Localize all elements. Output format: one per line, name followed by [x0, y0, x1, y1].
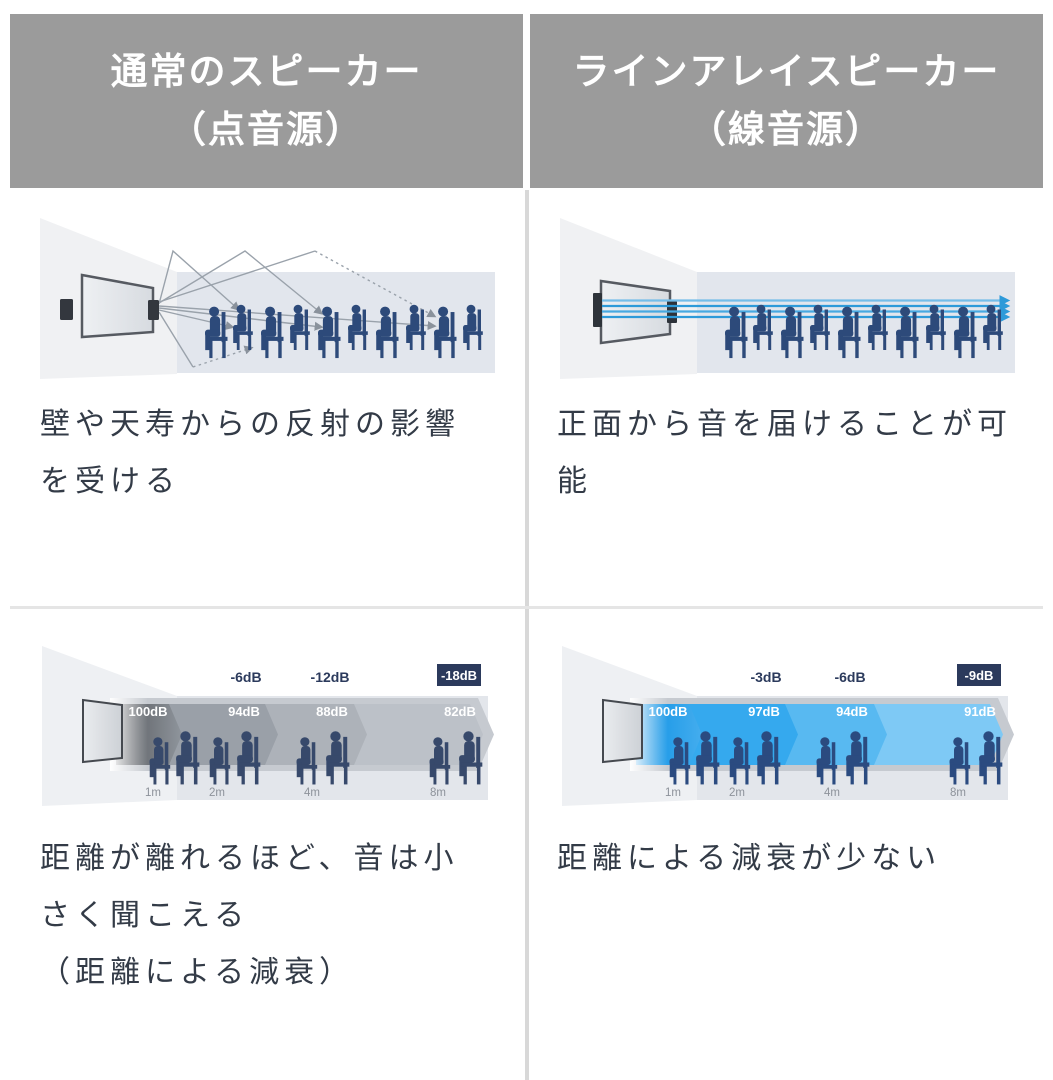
point-source-room-illustration — [40, 218, 495, 379]
delta-badge — [437, 664, 481, 686]
distance-label: 4m — [824, 787, 840, 799]
caption-line-source-bottom: 距離による減衰が少ない — [557, 830, 1037, 887]
level-label: 91dB — [964, 704, 996, 719]
delta-label: -3dB — [750, 669, 781, 685]
distance-label: 1m — [665, 787, 681, 799]
vertical-divider — [525, 190, 529, 1080]
level-label: 94dB — [836, 704, 868, 719]
caption-line: さく聞こえる — [40, 899, 250, 932]
point-source-attenuation-illustration: 100dB 94dB 88dB 82dB -6dB -12dB -18dB 1m… — [42, 646, 494, 806]
line-array-speaker-left — [593, 293, 602, 327]
floor-reflection-ray-dashed — [192, 345, 254, 368]
header-line-source: ラインアレイスピーカー （線音源） — [530, 14, 1043, 188]
delta-badge — [957, 664, 1001, 686]
header-line-source-line2: （線音源） — [689, 109, 884, 150]
delta-label: -6dB — [230, 669, 261, 685]
delta-badge-label: -18dB — [441, 668, 477, 683]
distance-label: 2m — [209, 787, 225, 799]
caption-line-source-top: 正面から音を届けることが可 能 — [557, 396, 1037, 510]
display-speaker-box — [148, 300, 159, 320]
distance-labels: 1m 2m 4m 8m — [145, 787, 446, 799]
delta-label: -12dB — [311, 669, 350, 685]
db-level-labels: 100dB 97dB 94dB 91dB — [648, 704, 995, 719]
header-point-source-line1: 通常のスピーカー — [110, 51, 423, 92]
delta-label: -6dB — [834, 669, 865, 685]
caption-line: （距離による減衰） — [40, 956, 355, 989]
display-panel — [80, 273, 155, 339]
line-source-room-illustration — [560, 218, 1015, 379]
distance-labels: 1m 2m 4m 8m — [665, 787, 966, 799]
db-delta-labels: -6dB -12dB -18dB — [230, 664, 481, 686]
caption-line: 正面から音を届けることが可 — [557, 408, 1012, 441]
caption-line: を受ける — [40, 465, 180, 498]
caption-line: 距離による減衰が少ない — [557, 842, 942, 875]
caption-line: 能 — [557, 465, 592, 498]
distance-label: 1m — [145, 787, 161, 799]
distance-label: 8m — [950, 787, 966, 799]
distance-label: 2m — [729, 787, 745, 799]
ceiling-reflection-ray — [158, 249, 241, 311]
horizontal-divider — [10, 606, 1043, 609]
display-panel — [602, 698, 643, 764]
display-panel — [82, 698, 123, 764]
caption-point-source-top: 壁や天寿からの反射の影響 を受ける — [40, 396, 520, 510]
ceiling-reflection-ray — [158, 250, 316, 303]
floor-reflection-ray — [158, 311, 194, 368]
header-point-source: 通常のスピーカー （点音源） — [10, 14, 523, 188]
header-line-source-line1: ラインアレイスピーカー — [572, 51, 1001, 92]
level-label: 100dB — [648, 704, 687, 719]
header-point-source-line2: （点音源） — [169, 109, 364, 150]
distance-label: 4m — [304, 787, 320, 799]
caption-point-source-bottom: 距離が離れるほど、音は小 さく聞こえる （距離による減衰） — [40, 830, 520, 1001]
caption-line: 壁や天寿からの反射の影響 — [40, 408, 460, 441]
level-label: 100dB — [128, 704, 167, 719]
level-label: 88dB — [316, 704, 348, 719]
db-delta-labels: -3dB -6dB -9dB — [750, 664, 1001, 686]
line-source-attenuation-illustration: 100dB 97dB 94dB 91dB -3dB -6dB -9dB 1m 2… — [562, 646, 1014, 806]
wall-speaker-box — [60, 299, 73, 320]
level-label: 82dB — [444, 704, 476, 719]
attenuation-chevrons — [110, 698, 494, 771]
db-level-labels: 100dB 94dB 88dB 82dB — [128, 704, 475, 719]
level-label: 94dB — [228, 704, 260, 719]
ceiling-reflection-ray — [158, 250, 324, 315]
distance-label: 8m — [430, 787, 446, 799]
sound-beam-lines — [602, 295, 1011, 323]
caption-line: 距離が離れるほど、音は小 — [40, 842, 459, 875]
level-label: 97dB — [748, 704, 780, 719]
ceiling-reflection-ray-dashed — [314, 250, 437, 318]
delta-badge-label: -9dB — [965, 668, 994, 683]
